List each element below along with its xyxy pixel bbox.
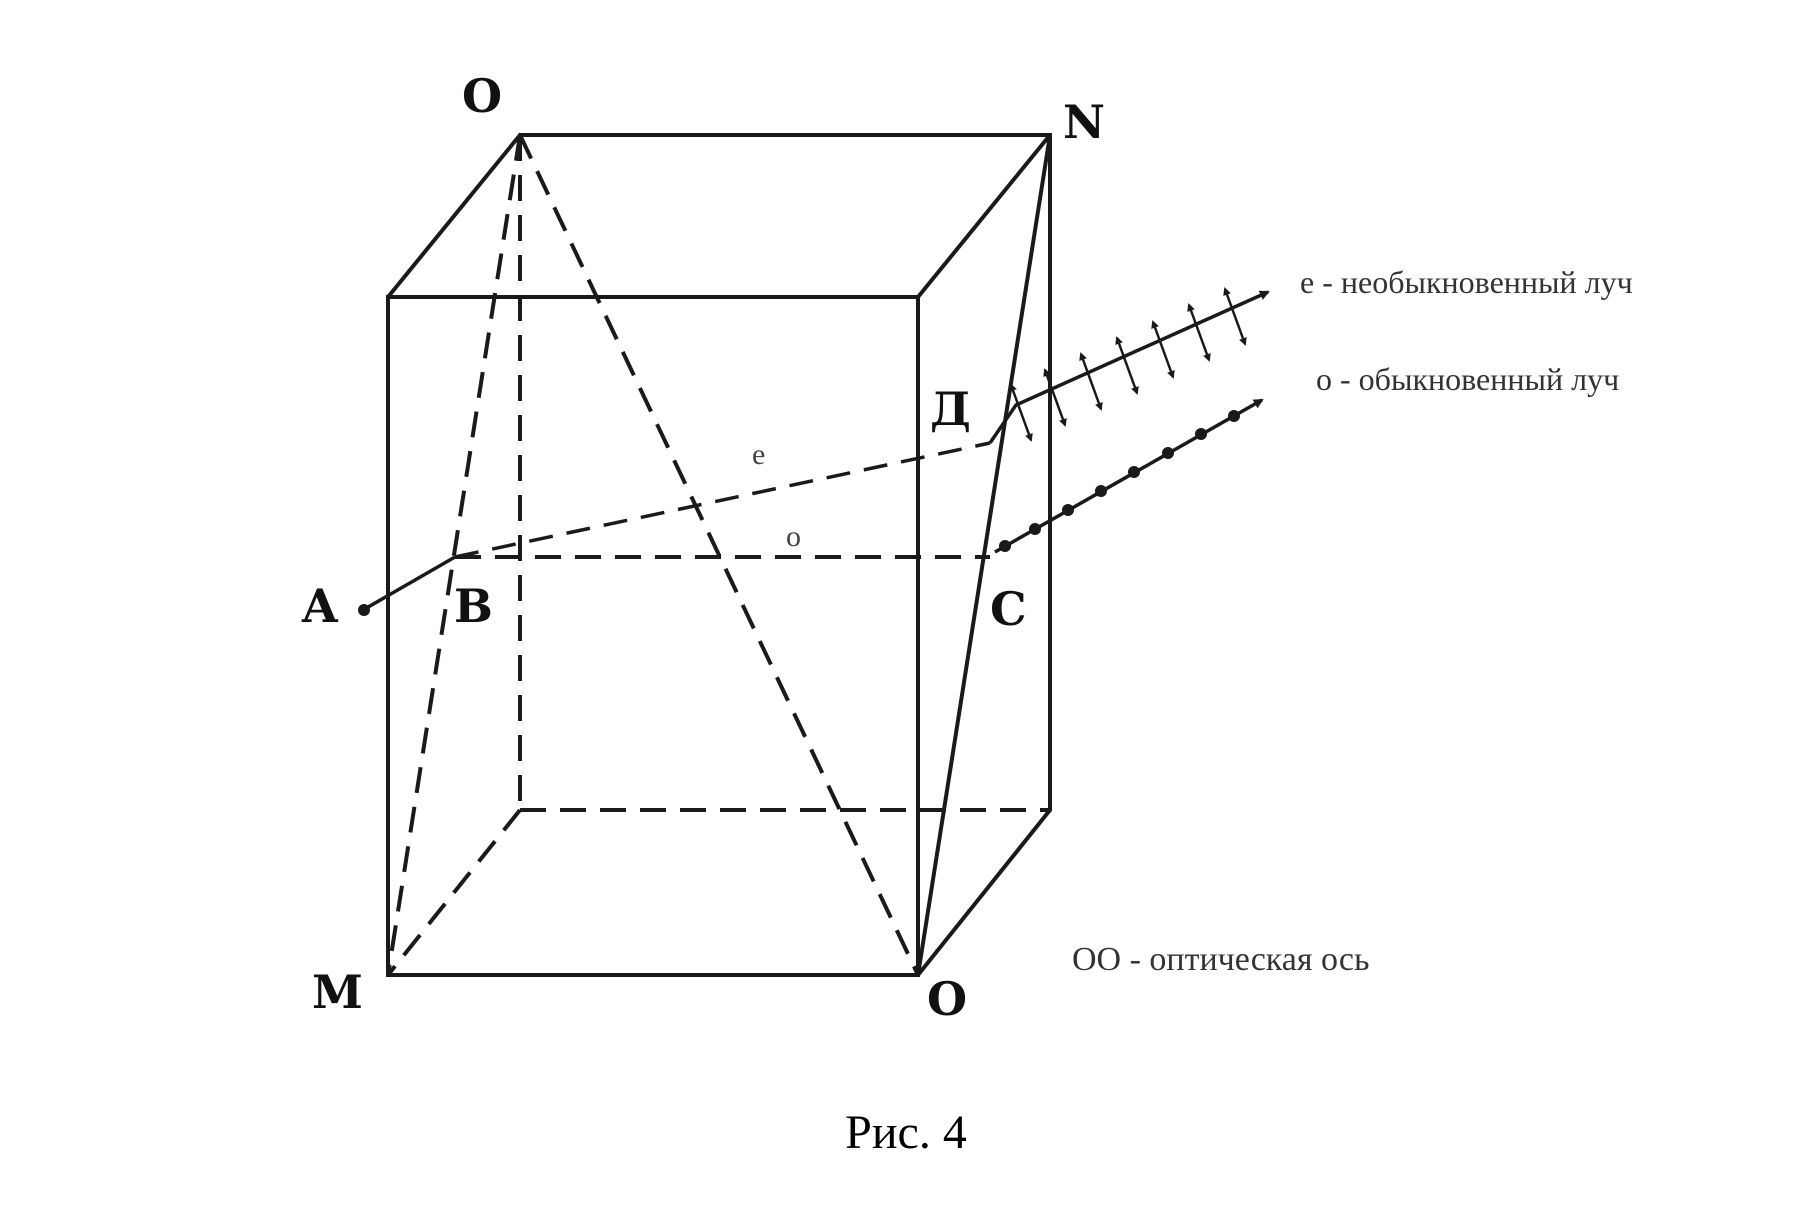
label-d: Д <box>930 382 971 436</box>
vertex-labels: O N Д A B C M O <box>301 69 1105 1026</box>
polarization-arrow <box>1115 336 1139 395</box>
label-m: M <box>312 965 363 1019</box>
extraordinary-polarization-arrows <box>1009 287 1247 442</box>
polarization-arrow <box>1079 352 1103 411</box>
prism-solid-edges <box>386 133 1052 977</box>
polarization-arrow <box>1151 320 1175 379</box>
polarization-dot <box>1128 466 1140 478</box>
polarization-dot <box>1095 485 1107 497</box>
polarization-dot <box>1195 428 1207 440</box>
polarization-arrow <box>1187 303 1211 362</box>
polarization-dot <box>1162 447 1174 459</box>
label-b: B <box>454 579 493 633</box>
legend-extraordinary-ray: e - необыкновенный луч <box>1300 264 1633 300</box>
polarization-dot <box>1228 410 1240 422</box>
label-a: A <box>301 579 339 633</box>
back-top-right-edge <box>518 133 1052 812</box>
point-a-dot <box>358 604 370 616</box>
top-right-edge <box>916 133 1052 299</box>
polarization-dot <box>1062 504 1074 516</box>
polarization-dot <box>1029 523 1041 535</box>
hidden-bottom-left-edge <box>386 808 522 977</box>
ordinary-polarization-dots <box>999 410 1240 552</box>
polarization-arrow <box>1043 368 1067 427</box>
prism-hidden-edges <box>386 134 1050 977</box>
polarization-dot <box>999 540 1011 552</box>
ray-tag-e: e <box>752 438 765 471</box>
incident-ray <box>362 555 456 612</box>
label-top-o: O <box>462 69 502 123</box>
ray-tag-o: o <box>786 520 801 553</box>
label-bottom-o: O <box>927 972 967 1026</box>
label-n: N <box>1063 95 1105 149</box>
legend-ordinary-ray: о - обыкновенный луч <box>1316 361 1619 397</box>
polarization-arrow <box>1223 287 1247 346</box>
figure-caption: Рис. 4 <box>845 1106 967 1159</box>
legend: e - необыкновенный луч о - обыкновенный … <box>1072 264 1633 978</box>
hidden-cut-line-o-m <box>386 134 522 976</box>
top-left-edge <box>386 133 522 299</box>
polarization-arrow <box>1009 383 1033 442</box>
extraordinary-ray-inside <box>454 441 991 559</box>
front-face <box>386 295 920 977</box>
rays <box>358 290 1270 616</box>
legend-optical-axis: ОО - оптическая ось <box>1072 941 1369 978</box>
label-c: C <box>990 582 1027 636</box>
bottom-right-edge <box>916 808 1052 977</box>
